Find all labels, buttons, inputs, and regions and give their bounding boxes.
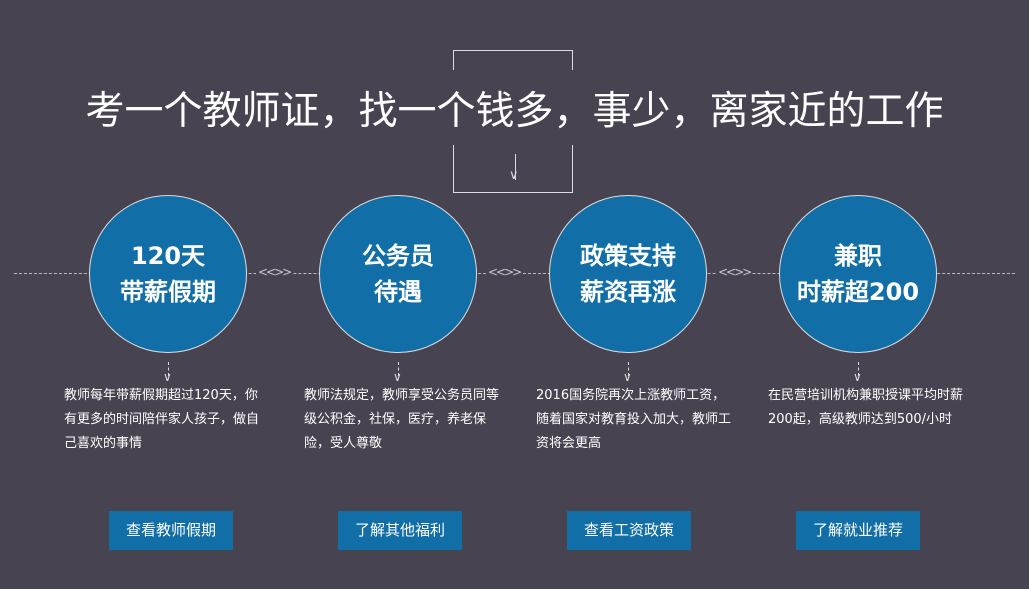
circle-line2: 薪资再涨 (580, 278, 676, 306)
arrow-down-icon: ∨ (509, 168, 519, 183)
decorative-frame: ∨ (453, 50, 573, 193)
page-title: 考一个教师证，找一个钱多，事少，离家近的工作 (85, 89, 944, 134)
connector-arrows-icon: <<>> (486, 265, 522, 279)
circle-line1: 120天 (130, 242, 206, 270)
arrow-down-icon: ∨ (623, 362, 634, 384)
arrow-down-icon: ∨ (163, 362, 174, 384)
circle-line1: 政策支持 (580, 242, 676, 270)
benefit-description: 2016国务院再次上涨教师工资，随着国家对教育投入加大，教师工资将会更高 (536, 388, 732, 451)
circle-line2: 时薪超200 (796, 278, 920, 306)
benefit-description: 教师法规定，教师享受公务员同等级公积金，社保，医疗，养老保险，受人尊敬 (304, 388, 500, 451)
benefit-circle-parttime: 兼职时薪超200 (779, 195, 937, 353)
connector-arrows-icon: <<>> (716, 265, 752, 279)
job-recommend-button[interactable]: 了解就业推荐 (796, 511, 920, 550)
benefit-description: 在民营培训机构兼职授课平均时薪200起，高级教师达到500/小时 (768, 388, 964, 427)
other-benefits-button[interactable]: 了解其他福利 (338, 511, 462, 550)
circle-line1: 公务员 (362, 242, 434, 270)
circle-line2: 待遇 (374, 278, 422, 306)
benefit-circle-civil-servant: 公务员待遇 (319, 195, 477, 353)
connector-arrows-icon: <<>> (256, 265, 292, 279)
benefit-circle-policy: 政策支持薪资再涨 (549, 195, 707, 353)
circle-line1: 兼职 (834, 242, 882, 270)
circle-line2: 带薪假期 (120, 278, 216, 306)
view-vacation-button[interactable]: 查看教师假期 (109, 511, 233, 550)
salary-policy-button[interactable]: 查看工资政策 (567, 511, 691, 550)
benefit-circle-vacation: 120天带薪假期 (89, 195, 247, 353)
benefit-description: 教师每年带薪假期超过120天，你有更多的时间陪伴家人孩子，做自己喜欢的事情 (64, 388, 260, 451)
arrow-down-icon: ∨ (393, 362, 404, 384)
arrow-down-icon: ∨ (853, 362, 864, 384)
